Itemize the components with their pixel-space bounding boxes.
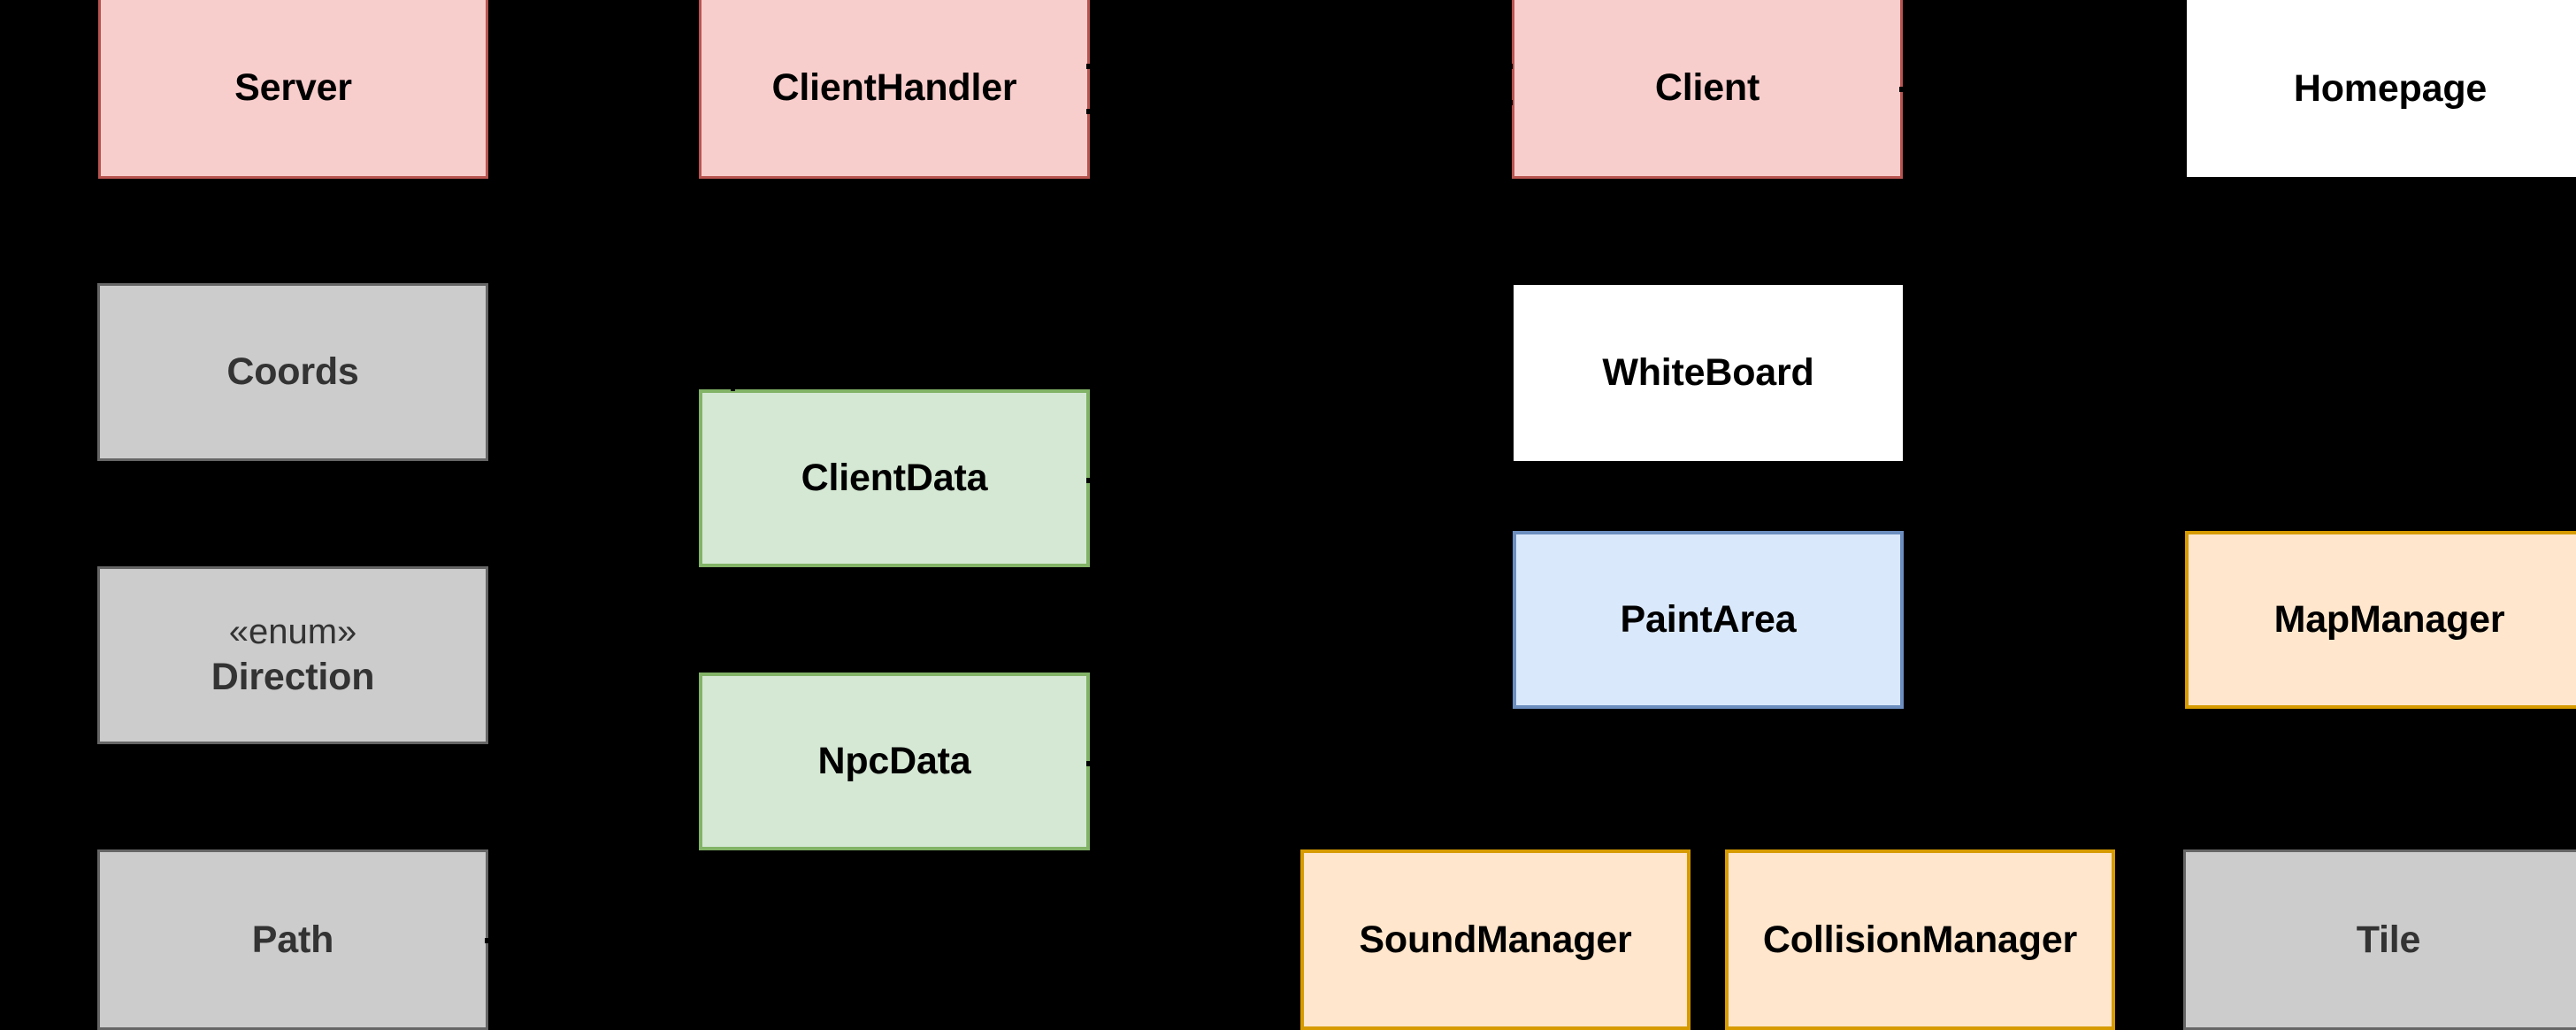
uml-class-name: Path: [251, 918, 334, 961]
uml-class-stereotype: «enum»: [228, 611, 357, 651]
uml-class-name: PaintArea: [1620, 598, 1797, 642]
uml-class-sound-manager[interactable]: SoundManager: [1300, 849, 1690, 1030]
uml-class-name: MapManager: [2273, 598, 2505, 642]
uml-class-coords[interactable]: Coords: [97, 283, 488, 461]
uml-class-name: SoundManager: [1359, 918, 1632, 961]
uml-class-name: ClientData: [801, 457, 988, 500]
uml-class-name: Direction: [211, 655, 375, 698]
uml-class-name: Tile: [2356, 918, 2421, 961]
uml-class-whiteboard[interactable]: WhiteBoard: [1514, 285, 1903, 461]
uml-class-direction[interactable]: «enum»Direction: [97, 566, 488, 744]
uml-class-name: Client: [1654, 66, 1760, 110]
uml-class-path[interactable]: Path: [97, 849, 488, 1030]
uml-class-client[interactable]: Client: [1512, 0, 1903, 179]
uml-class-npc-data[interactable]: NpcData: [699, 673, 1090, 850]
uml-class-name: Homepage: [2293, 66, 2488, 110]
uml-class-name: Coords: [226, 350, 359, 394]
uml-class-paint-area[interactable]: PaintArea: [1513, 531, 1904, 709]
uml-class-homepage[interactable]: Homepage: [2187, 0, 2576, 177]
uml-class-client-handler[interactable]: ClientHandler: [699, 0, 1090, 179]
uml-class-client-data[interactable]: ClientData: [699, 389, 1090, 567]
uml-class-name: WhiteBoard: [1602, 351, 1814, 395]
uml-class-name: Server: [234, 66, 352, 110]
uml-class-map-manager[interactable]: MapManager: [2185, 531, 2576, 709]
uml-class-name: ClientHandler: [771, 66, 1017, 110]
uml-class-name: CollisionManager: [1762, 918, 2078, 961]
uml-class-name: NpcData: [817, 740, 971, 783]
uml-class-server[interactable]: Server: [98, 0, 488, 179]
uml-class-collision-manager[interactable]: CollisionManager: [1725, 849, 2115, 1030]
uml-class-tile[interactable]: Tile: [2183, 849, 2576, 1030]
